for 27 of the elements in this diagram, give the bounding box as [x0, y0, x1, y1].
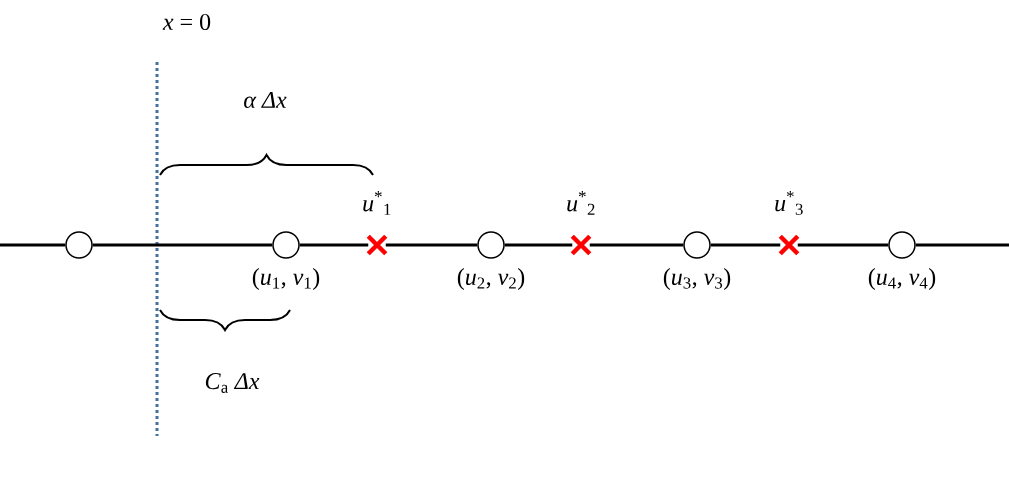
point-label: (u$_{2}$, v$_{2}$): [457, 268, 525, 290]
point-label: u$^{*}$2: [567, 191, 595, 215]
cross-mark: [570, 234, 592, 256]
formula-label: α Δx: [244, 91, 287, 109]
empty-circle: [683, 231, 711, 259]
line-segment: [589, 243, 684, 247]
line-segment: [92, 243, 273, 247]
line-segment: [915, 243, 1009, 247]
line-segment: [797, 243, 889, 247]
point-label: u$^{*}$3: [775, 191, 803, 215]
line-segment: [0, 243, 66, 247]
empty-circle: [272, 231, 300, 259]
empty-circle: [477, 231, 505, 259]
line-segment: [710, 243, 781, 247]
point-label: (u$_{1}$, v$_{1}$): [252, 268, 320, 290]
cross-mark: [366, 234, 388, 256]
formula-label: C$_{a}$ Δx: [205, 373, 260, 393]
point-label: (u$_{3}$, v$_{3}$): [663, 268, 731, 290]
formula-label: x = 0: [162, 13, 211, 31]
point-label: u$^{*}$1: [363, 191, 391, 215]
line-segment: [385, 243, 478, 247]
line-segment: [299, 243, 369, 247]
empty-circle: [888, 231, 916, 259]
cross-mark: [778, 234, 800, 256]
point-label: (u$_{4}$, v$_{4}$): [868, 268, 936, 290]
line-segment: [504, 243, 573, 247]
empty-circle: [65, 231, 93, 259]
